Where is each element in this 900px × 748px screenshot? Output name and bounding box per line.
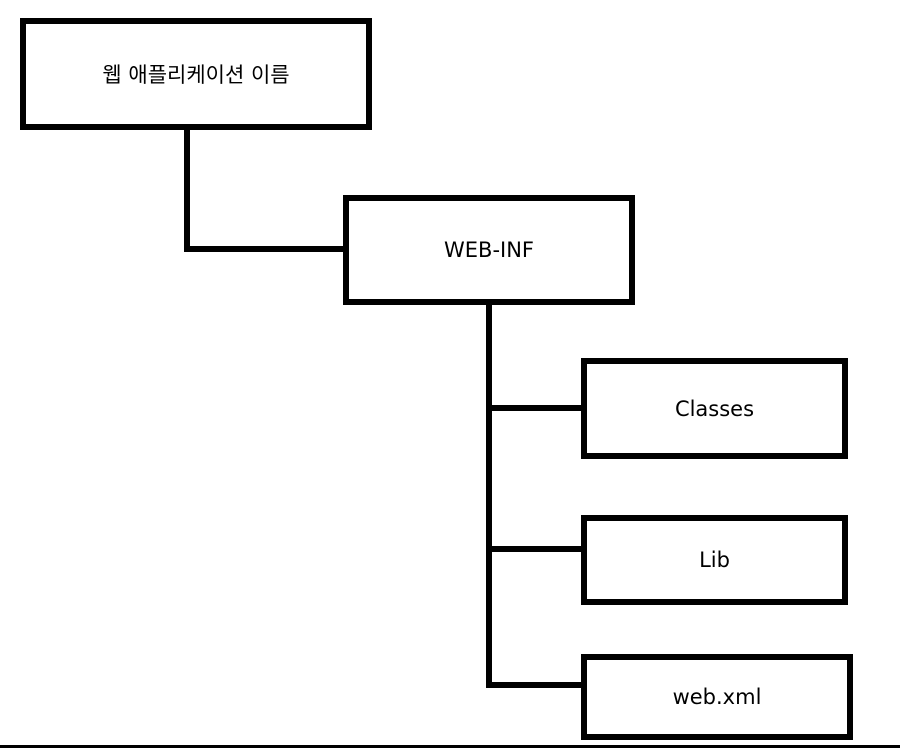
node-classes: Classes (581, 358, 848, 459)
edge-root-webinf (184, 130, 343, 252)
node-label: web.xml (672, 685, 762, 709)
node-web-xml: web.xml (581, 654, 853, 740)
node-web-application-name: 웹 애플리케이션 이름 (20, 18, 372, 130)
node-label: 웹 애플리케이션 이름 (102, 63, 290, 87)
bottom-border-line (0, 745, 900, 748)
node-label: WEB-INF (444, 238, 534, 262)
node-web-inf: WEB-INF (343, 195, 635, 305)
node-lib: Lib (581, 515, 848, 605)
node-label: Lib (699, 548, 730, 572)
node-label: Classes (674, 396, 755, 421)
